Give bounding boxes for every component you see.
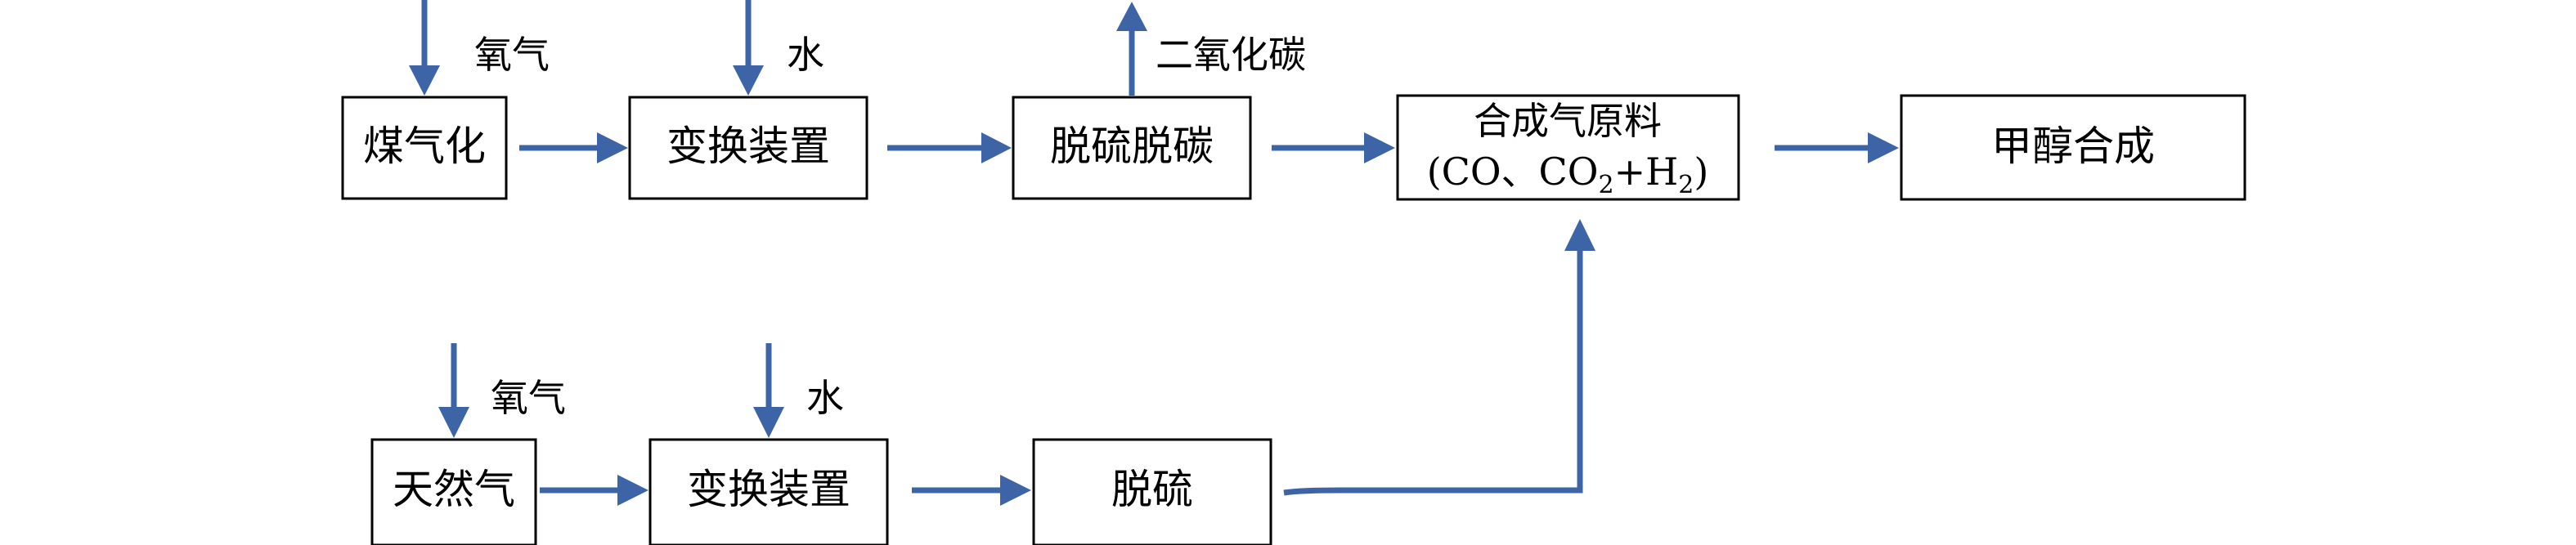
arrow-oxygen-to-coal-gasification [409,0,440,96]
arrow-water-to-shift-bottom [753,343,784,438]
arrow-co2-out [1116,2,1147,96]
desulfurization-label: 脱硫 [1111,466,1193,513]
methanol-synthesis-label: 甲醇合成 [1991,123,2155,170]
water-input-label-bottom: 水 [806,376,844,420]
arrow-natural-gas-to-shift [540,475,648,506]
shift-unit-label-bottom: 变换装置 [687,466,850,513]
arrow-water-to-shift-top [733,0,764,96]
syngas-composition-label: (CO、CO2+H2) [1427,150,1709,199]
water-input-label-top: 水 [787,33,824,77]
syngas-subscript-2b: 2 [1678,171,1694,199]
syngas-feed-node: 合成气原料 (CO、CO2+H2) [1396,94,1740,201]
arrow-desulfurization-to-syngas [1283,219,1595,496]
arrow-syngas-to-methanol-synthesis [1775,132,1899,163]
coal-gasification-node: 煤气化 [341,96,508,200]
arrow-desulfurization-decarbonization-to-syngas [1272,132,1395,163]
shift-unit-node-bottom: 变换装置 [648,438,889,545]
desulfurization-decarbonization-node: 脱硫脱碳 [1012,96,1252,200]
syngas-plus-h: +H [1614,150,1679,194]
natural-gas-label: 天然气 [393,466,515,513]
shift-unit-node-top: 变换装置 [628,96,868,200]
arrow-shift-to-desulfurization [912,475,1031,506]
desulfurization-decarbonization-label: 脱硫脱碳 [1050,123,1214,170]
oxygen-input-label-top: 氧气 [474,33,550,77]
shift-unit-label-top: 变换装置 [666,123,830,170]
coal-gasification-label: 煤气化 [363,123,486,170]
co2-output-label: 二氧化碳 [1156,33,1306,77]
arrow-oxygen-to-natural-gas [438,343,469,438]
syngas-composition-open: (CO、CO [1427,150,1599,194]
arrow-coal-gasification-to-shift [519,132,628,163]
desulfurization-node: 脱硫 [1032,438,1272,545]
syngas-subscript-2a: 2 [1598,171,1613,199]
arrow-shift-to-desulfurization-decarbonization [887,132,1012,163]
natural-gas-node: 天然气 [370,438,537,545]
methanol-synthesis-node: 甲醇合成 [1900,94,2246,201]
syngas-composition-close: ) [1694,150,1708,194]
oxygen-input-label-bottom: 氧气 [491,376,566,420]
syngas-feed-label-line1: 合成气原料 [1474,99,1662,143]
